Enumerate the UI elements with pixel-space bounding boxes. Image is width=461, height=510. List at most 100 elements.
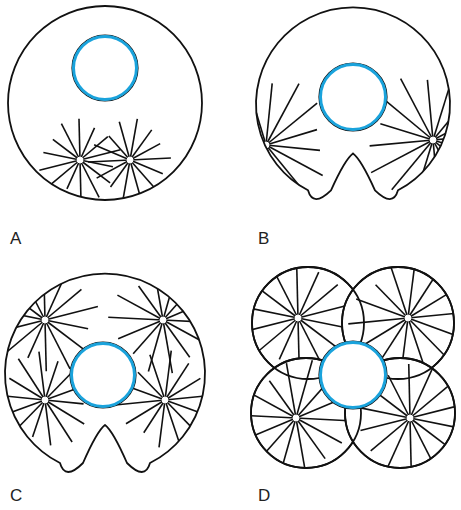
center-dot: [42, 317, 48, 323]
trabecula-line: [45, 400, 51, 445]
trabecula-line: [80, 160, 110, 183]
trabecula-line: [0, 320, 45, 334]
stage-panel: [205, 7, 461, 206]
trabecula-line: [286, 363, 296, 418]
trabecula-line: [279, 318, 298, 359]
trabecula-line: [266, 103, 317, 145]
canal-circle: [321, 65, 386, 130]
trabecula-line: [118, 320, 163, 339]
trabecula-line: [88, 160, 130, 162]
center-dot: [127, 157, 133, 163]
trabecula-line: [408, 274, 436, 318]
bone-outline: [5, 274, 205, 472]
canal-ring: [72, 35, 138, 101]
panel-letter: A: [10, 230, 21, 247]
center-dot: [160, 317, 166, 323]
trabecula-line: [208, 145, 266, 163]
stage-panel: [0, 266, 216, 472]
trabecula-line: [119, 122, 130, 160]
panel-letter: B: [258, 230, 269, 247]
trabecula-line: [144, 400, 165, 433]
trabecula-line: [79, 119, 80, 160]
trabecula-line: [433, 140, 461, 202]
trabecula-line: [386, 418, 410, 472]
panel-letter: C: [10, 487, 22, 504]
trabecula-line: [433, 87, 461, 140]
trabecula-line: [12, 400, 45, 434]
trabecula-line: [261, 145, 266, 199]
trabecula-line: [80, 128, 95, 160]
stage-panel: [8, 6, 202, 200]
center-dot: [77, 157, 83, 163]
trabecula-line: [45, 320, 46, 371]
trabecula-line: [0, 400, 45, 417]
trabecula-line: [410, 418, 432, 461]
trabecula-line: [266, 145, 310, 199]
stage-panel: [236, 259, 461, 476]
canal-ring: [319, 341, 387, 409]
trabecula-line: [296, 418, 342, 443]
trabecula-line: [223, 92, 266, 145]
trabecula-line: [133, 320, 163, 354]
trabecula-line: [61, 124, 80, 160]
trabecula-line: [236, 415, 296, 418]
center-dot: [42, 397, 48, 403]
trabecula-line: [390, 264, 408, 318]
trabecula-line: [296, 418, 325, 459]
radiating-center: [39, 119, 120, 199]
trabecula-line: [433, 140, 461, 179]
trabecula-line: [388, 375, 410, 418]
trabecula-line: [80, 150, 120, 160]
trabecula-line: [9, 378, 45, 400]
trabecula-line: [130, 130, 152, 160]
bone-outline: [256, 7, 450, 199]
center-dot: [293, 415, 299, 421]
trabecula-line: [401, 79, 433, 140]
panel-letter: D: [258, 487, 270, 504]
bone-fill: [256, 7, 450, 199]
trabecula-line: [67, 160, 80, 189]
trabecula-line: [298, 318, 341, 351]
center-dot: [295, 315, 301, 321]
center-dot: [430, 137, 436, 143]
trabecula-line: [263, 418, 296, 455]
trabecula-line: [383, 318, 408, 357]
radiating-center: [88, 119, 171, 200]
canal-circle: [74, 37, 137, 100]
trabecula-line: [111, 160, 130, 187]
trabecula-line: [154, 270, 163, 320]
trabecula-line: [259, 289, 298, 318]
trabecula-line: [117, 295, 163, 320]
trabecula-line: [150, 355, 165, 400]
trabecula-line: [165, 395, 214, 400]
trabecula-line: [240, 318, 298, 333]
trabecula-line: [408, 318, 455, 335]
trabecula-line: [360, 418, 410, 431]
trabecula-line: [271, 266, 298, 318]
trabecula-line: [108, 317, 163, 320]
trabecula-line: [433, 135, 461, 140]
center-dot: [405, 315, 411, 321]
trabecula-line: [370, 140, 433, 146]
trabecula-line: [392, 140, 433, 190]
trabecula-line: [53, 139, 80, 160]
trabecula-line: [433, 84, 450, 140]
trabecula-line: [298, 272, 319, 318]
trabecula-line: [80, 160, 99, 197]
bone-fill: [8, 6, 202, 200]
trabecula-line: [266, 130, 317, 145]
canal-ring: [319, 63, 387, 131]
trabecula-line: [427, 80, 433, 140]
trabecula-line: [130, 144, 160, 160]
trabecula-line: [208, 139, 266, 145]
trabecula-line: [247, 418, 296, 439]
trabecula-line: [28, 320, 45, 358]
trabecula-line: [97, 160, 130, 178]
trabecula-line: [130, 160, 163, 174]
center-dot: [162, 397, 168, 403]
trabecula-line: [234, 145, 266, 204]
center-dot: [407, 415, 413, 421]
trabecula-line: [381, 97, 433, 140]
trabecula-line: [39, 352, 45, 400]
